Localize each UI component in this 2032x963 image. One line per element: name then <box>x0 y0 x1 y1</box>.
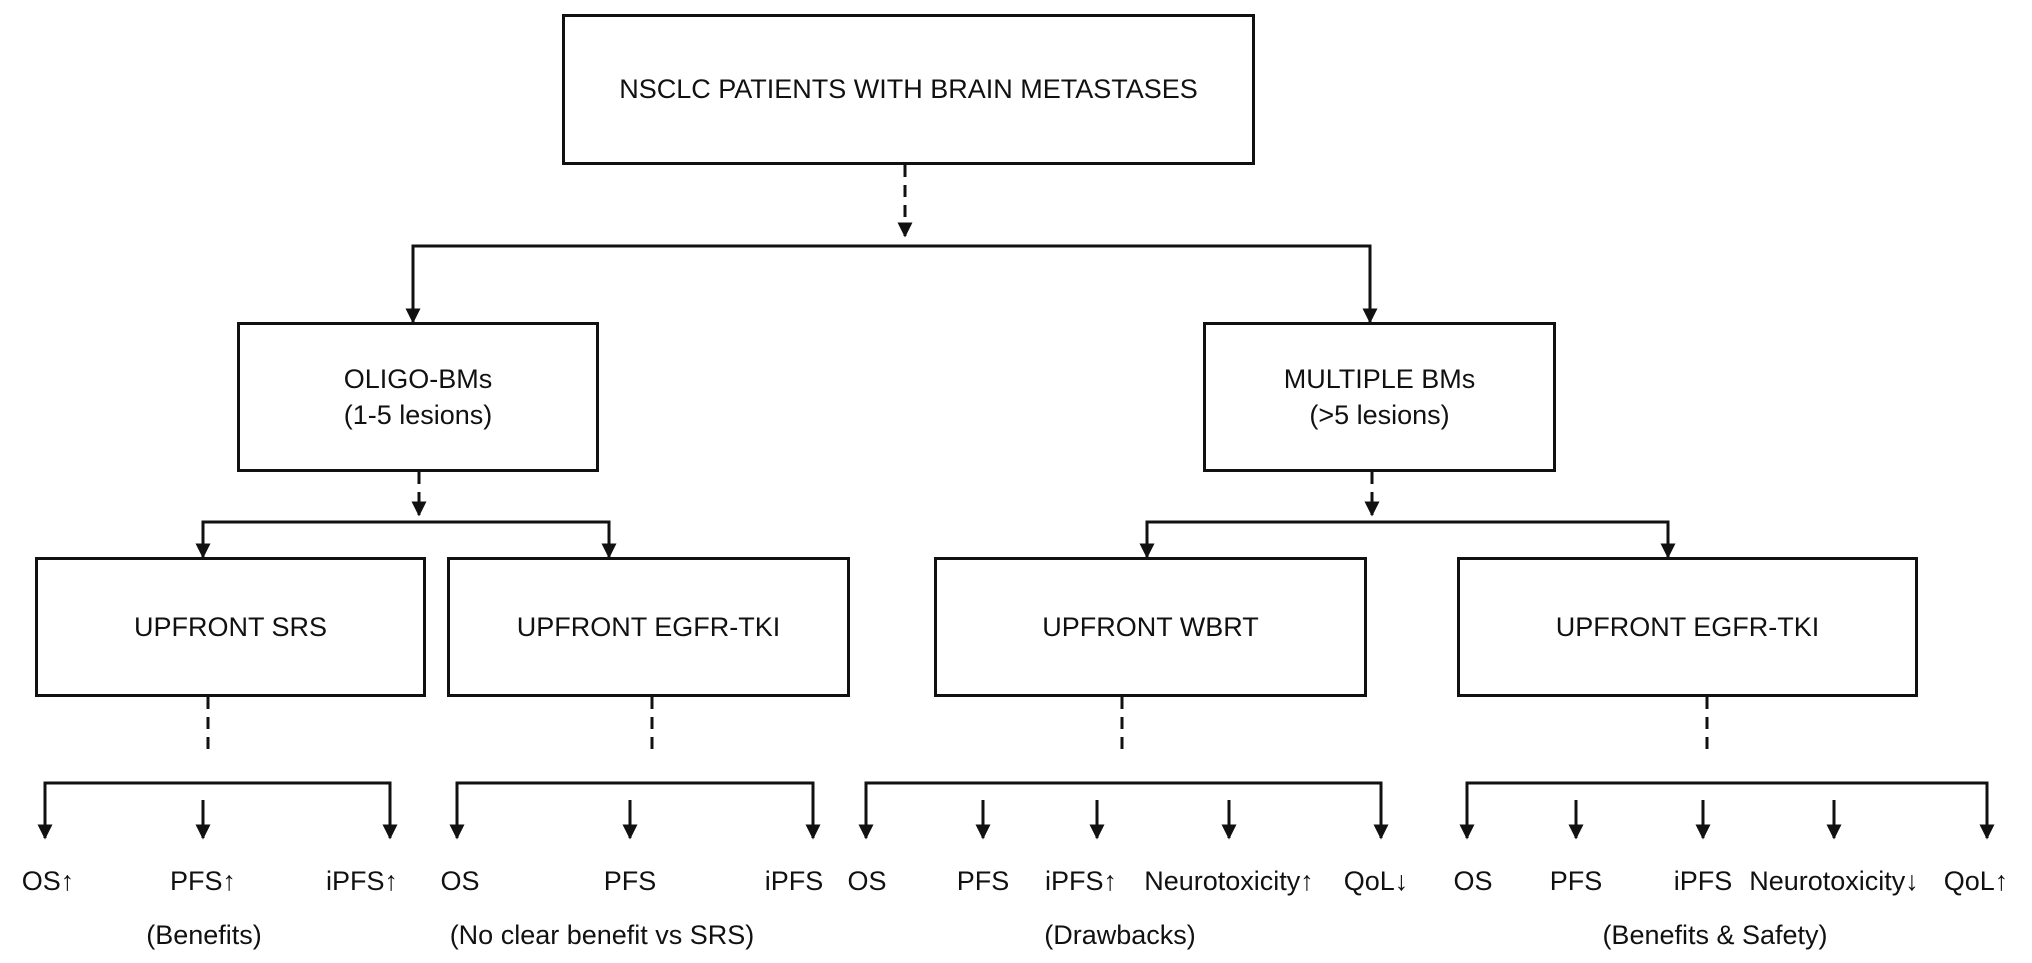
wbrt-outcome-pfs: PFS <box>956 866 1010 896</box>
srs-outcome-pfs: PFS↑ <box>169 866 237 896</box>
wbrt-outcome-neurotoxicity: Neurotoxicity↑ <box>1144 866 1314 896</box>
multiple-bms-title: MULTIPLE BMs <box>1283 363 1476 394</box>
upfront-wbrt-label: UPFRONT WBRT <box>1042 611 1259 642</box>
multiple-tki-outcome-qol: QoL↑ <box>1943 866 2009 896</box>
upfront-srs-label: UPFRONT SRS <box>133 611 328 642</box>
oligo-bms-title: OLIGO-BMs <box>343 363 493 394</box>
root-label: NSCLC PATIENTS WITH BRAIN METASTASES <box>619 74 1198 105</box>
wbrt-outcome-ipfs: iPFS↑ <box>1044 866 1118 896</box>
multiple-tki-outcome-neurotoxicity: Neurotoxicity↓ <box>1749 866 1919 896</box>
wbrt-outcome-qol: QoL↓ <box>1343 866 1409 896</box>
multiple-upfront-egfr-tki-label: UPFRONT EGFR-TKI <box>1555 611 1820 642</box>
multiple-upfront-egfr-tki-box: UPFRONT EGFR-TKI <box>1457 557 1918 697</box>
upfront-srs-box: UPFRONT SRS <box>35 557 426 697</box>
multiple-tki-note: (Benefits & Safety) <box>1602 920 1828 950</box>
oligo-bms-box: OLIGO-BMs (1-5 lesions) <box>237 322 599 472</box>
wbrt-outcome-os: OS <box>847 866 887 896</box>
multiple-tki-outcome-bracket <box>1465 781 1989 790</box>
srs-outcome-os: OS↑ <box>21 866 75 896</box>
srs-outcome-bracket <box>43 781 392 790</box>
multiple-tki-outcome-os: OS <box>1453 866 1493 896</box>
wbrt-outcome-bracket <box>864 781 1383 790</box>
oligo-upfront-egfr-tki-box: UPFRONT EGFR-TKI <box>447 557 850 697</box>
level1-bracket <box>411 244 1372 322</box>
oligo-tki-outcome-bracket <box>455 781 815 790</box>
multiple-bms-box: MULTIPLE BMs (>5 lesions) <box>1203 322 1556 472</box>
oligo-tki-outcome-pfs: PFS <box>603 866 657 896</box>
srs-note: (Benefits) <box>146 920 262 950</box>
oligo-tki-outcome-ipfs: iPFS <box>764 866 824 896</box>
oligo-tki-outcome-os: OS <box>440 866 480 896</box>
oligo-bms-subtitle: (1-5 lesions) <box>343 400 493 430</box>
multiple-bms-subtitle: (>5 lesions) <box>1309 400 1450 430</box>
multiple-tki-outcome-pfs: PFS <box>1549 866 1603 896</box>
oligo-bracket <box>201 520 611 557</box>
srs-outcome-ipfs: iPFS↑ <box>325 866 399 896</box>
oligo-upfront-egfr-tki-label: UPFRONT EGFR-TKI <box>516 611 781 642</box>
multiple-tki-outcome-ipfs: iPFS <box>1673 866 1733 896</box>
upfront-wbrt-box: UPFRONT WBRT <box>934 557 1367 697</box>
wbrt-note: (Drawbacks) <box>1044 920 1196 950</box>
root-box: NSCLC PATIENTS WITH BRAIN METASTASES <box>562 14 1255 165</box>
oligo-tki-note: (No clear benefit vs SRS) <box>449 920 755 950</box>
multiple-bracket <box>1145 520 1670 557</box>
